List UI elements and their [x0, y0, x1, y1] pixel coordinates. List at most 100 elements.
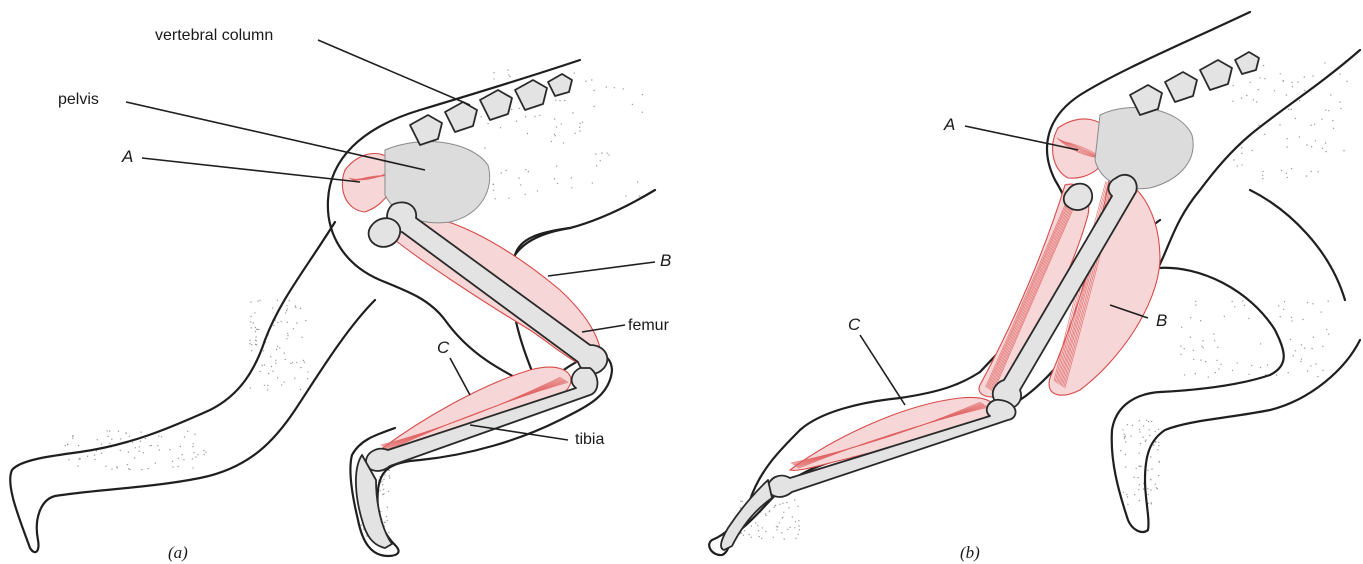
stipple-dot: [743, 535, 744, 536]
stipple-dot: [1158, 475, 1159, 476]
stipple-dot: [1139, 429, 1140, 430]
stipple-dot: [574, 72, 575, 73]
stipple-dot: [177, 466, 178, 467]
stipple-dot: [271, 366, 272, 367]
stipple-dot: [178, 458, 179, 459]
stipple-dot: [600, 160, 601, 161]
stipple-dot: [642, 94, 643, 95]
stipple-dot: [1252, 150, 1253, 151]
stipple-dot: [520, 184, 521, 185]
stipple-dot: [293, 328, 294, 329]
stipple-dot: [255, 327, 256, 328]
stipple-dot: [281, 384, 282, 385]
stipple-dot: [1241, 153, 1242, 154]
stipple-dot: [1127, 496, 1128, 497]
stipple-dot: [637, 181, 638, 182]
label-muscle-a-left: A: [121, 147, 133, 166]
stipple-dot: [1205, 361, 1206, 362]
stipple-dot: [275, 360, 276, 361]
stipple-dot: [287, 322, 288, 323]
stipple-dot: [1301, 359, 1302, 360]
stipple-dot: [606, 153, 607, 154]
stipple-dot: [296, 362, 297, 363]
stipple-dot: [555, 135, 556, 136]
stipple-dot: [1233, 85, 1234, 86]
label-muscle-c-right: C: [848, 315, 861, 334]
stipple-dot: [1241, 164, 1242, 165]
stipple-dot: [1321, 311, 1322, 312]
stipple-dot: [1151, 468, 1152, 469]
stipple-dot: [594, 106, 595, 107]
stipple-dot: [361, 524, 362, 525]
stipple-dot: [757, 525, 758, 526]
stipple-dot: [1150, 502, 1151, 503]
stipple-dot: [1120, 450, 1121, 451]
stipple-dot: [1293, 355, 1294, 356]
foot-bone-b: [721, 480, 772, 550]
stipple-dot: [1184, 374, 1185, 375]
stipple-dot: [381, 481, 382, 482]
stipple-dot: [1304, 347, 1305, 348]
stipple-dot: [575, 133, 576, 134]
stipple-dot: [1284, 301, 1285, 302]
stipple-dot: [260, 371, 261, 372]
stipple-dot: [1346, 81, 1347, 82]
stipple-dot: [284, 352, 285, 353]
stipple-dot: [762, 527, 763, 528]
stipple-dot: [72, 435, 73, 436]
stipple-dot: [1299, 136, 1300, 137]
stipple-dot: [101, 453, 102, 454]
stipple-dot: [277, 300, 278, 301]
stipple-dot: [774, 505, 775, 506]
stipple-dot: [493, 72, 494, 73]
stipple-dot: [1234, 306, 1235, 307]
stipple-dot: [592, 182, 593, 183]
stipple-dot: [1281, 170, 1282, 171]
stipple-dot: [129, 469, 130, 470]
stipple-dot: [1193, 350, 1194, 351]
stipple-dot: [388, 532, 389, 533]
stipple-dot: [773, 537, 774, 538]
stipple-dot: [1287, 177, 1288, 178]
stipple-dot: [1159, 461, 1160, 462]
stipple-dot: [1340, 108, 1341, 109]
stipple-dot: [1180, 354, 1181, 355]
stipple-dot: [507, 69, 508, 70]
stipple-dot: [1148, 421, 1149, 422]
stipple-dot: [1151, 421, 1152, 422]
stipple-dot: [505, 170, 506, 171]
femur-bone-a: [387, 202, 607, 373]
stipple-dot: [1324, 62, 1325, 63]
stipple-dot: [1150, 456, 1151, 457]
stipple-dot: [511, 109, 512, 110]
stipple-dot: [107, 436, 108, 437]
stipple-dot: [509, 76, 510, 77]
pelvis-bone-b: [1095, 108, 1193, 189]
stipple-dot: [249, 340, 250, 341]
stipple-dot: [1312, 75, 1313, 76]
stipple-dot: [1190, 337, 1191, 338]
stipple-dot: [1322, 346, 1323, 347]
stipple-dot: [787, 529, 788, 530]
stipple-dot: [263, 350, 264, 351]
stipple-dot: [286, 305, 287, 306]
stipple-dot: [94, 454, 95, 455]
stipple-dot: [303, 360, 304, 361]
stipple-dot: [1288, 372, 1289, 373]
stipple-dot: [148, 468, 149, 469]
stipple-dot: [608, 154, 609, 155]
stipple-dot: [740, 501, 741, 502]
stipple-dot: [109, 443, 110, 444]
stipple-dot: [1311, 125, 1312, 126]
stipple-dot: [65, 445, 66, 446]
stipple-dot: [1133, 477, 1134, 478]
stipple-dot: [305, 320, 306, 321]
stipple-dot: [1326, 329, 1327, 330]
stipple-dot: [1325, 142, 1326, 143]
stipple-dot: [383, 479, 384, 480]
panel-a: vertebral column pelvis A B femur C tibi…: [10, 27, 671, 562]
stipple-dot: [1256, 101, 1257, 102]
stipple-dot: [741, 533, 742, 534]
stipple-dot: [287, 333, 288, 334]
stipple-dot: [781, 532, 782, 533]
